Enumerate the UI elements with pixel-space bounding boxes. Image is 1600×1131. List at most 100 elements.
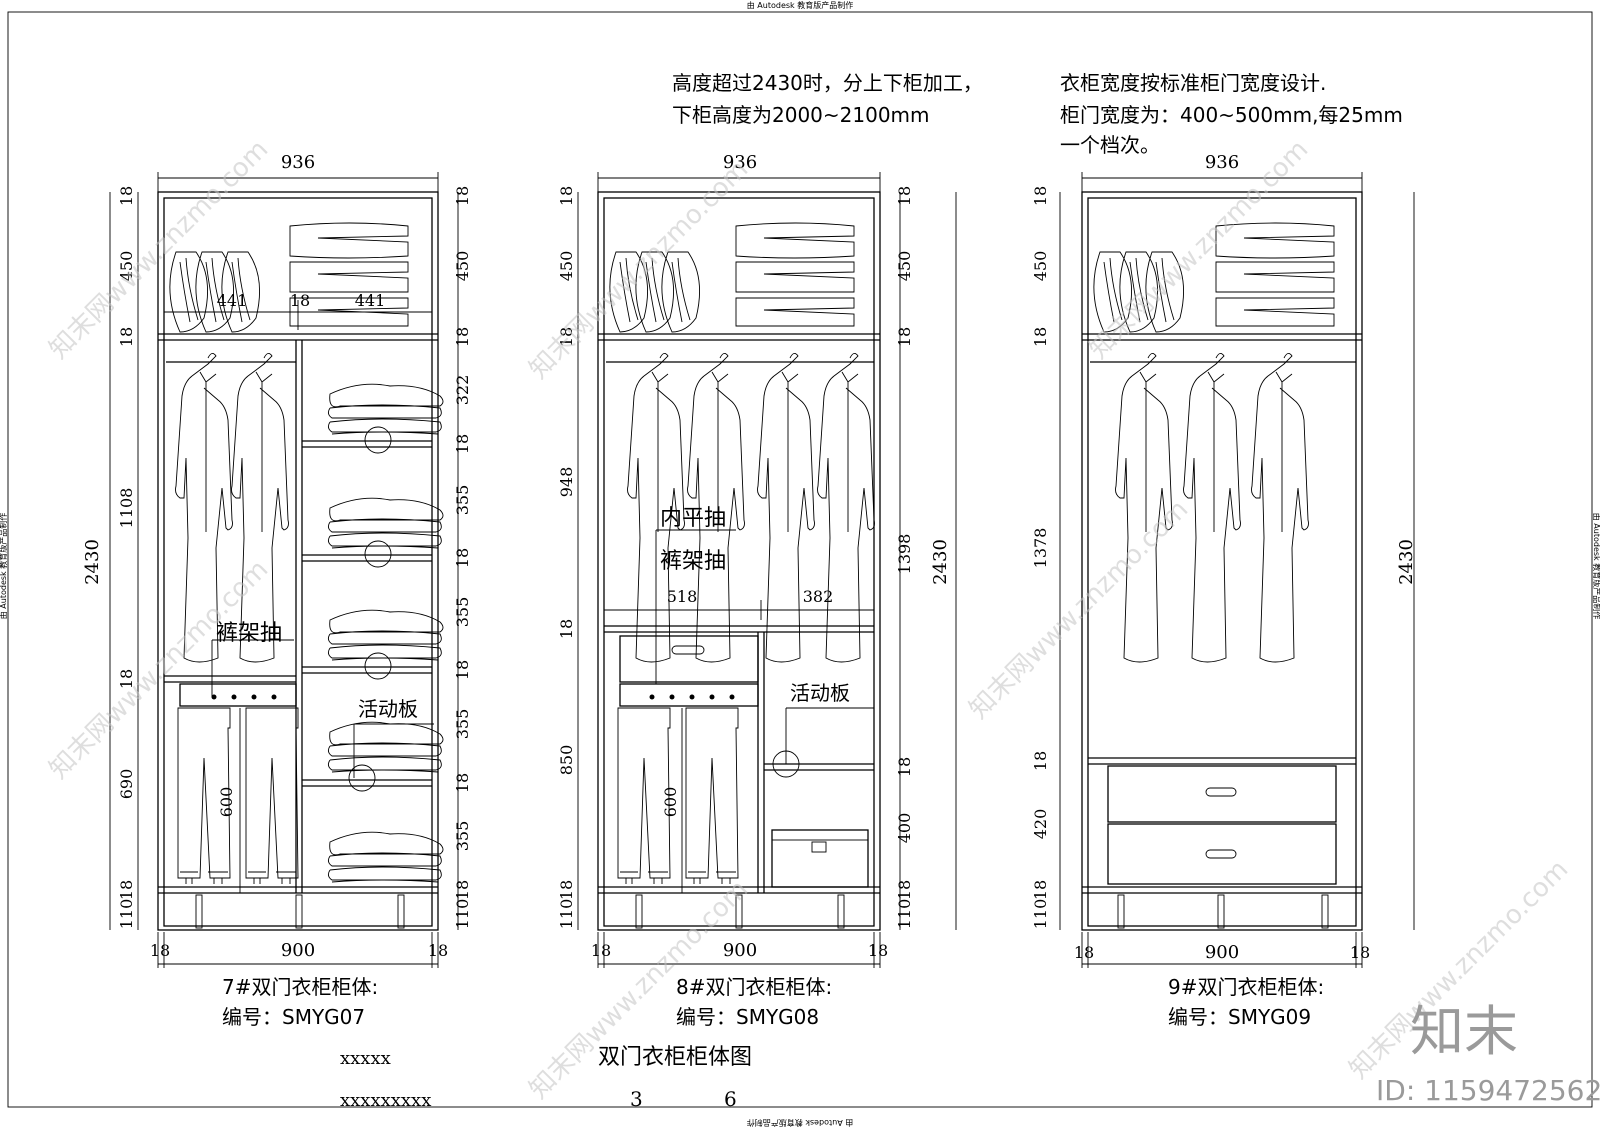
cab8-total-height: 2430: [930, 539, 951, 585]
drawing-border: [7, 11, 1593, 1108]
cab7-dim-l0: 18: [117, 186, 136, 206]
cab7-dim-r6: 18: [453, 548, 472, 568]
cab9-dim-l2: 18: [1031, 327, 1050, 347]
cab7-dim-r11: 355: [453, 821, 472, 852]
cab9-dim-l4: 18: [1031, 751, 1050, 771]
note1-line2: 下柜高度为2000~2100mm: [672, 103, 930, 127]
autodesk-stamp-bottom: 由 Autodesk 教育版产品制作: [747, 1118, 853, 1128]
cab8-dim-l6: 18: [557, 880, 576, 900]
cab9-inner-width: 900: [1205, 942, 1239, 963]
cab7-dim-l1: 450: [117, 251, 136, 282]
cab8-split-right: 382: [803, 587, 834, 606]
cab7-dim-l7: 110: [117, 899, 136, 930]
cab7-dim-r0: 18: [453, 186, 472, 206]
cab7-dim-r5: 355: [453, 485, 472, 516]
cab8-dim-l7: 110: [557, 899, 576, 930]
cab8-outline: [597, 191, 881, 931]
cab7-dim-r2: 18: [453, 327, 472, 347]
cab7-dim-r3: 322: [453, 375, 472, 406]
cab8-split-left: 518: [667, 587, 698, 606]
cab7-overall-width: 936: [281, 152, 315, 173]
watermark-site-3: 知末网www.znzmo.com: [964, 494, 1195, 725]
cabinet-7: 裤架抽 活动板 600 441 18 441 936 18 900 18 243…: [82, 152, 472, 1029]
cab7-side-left: 18: [150, 941, 170, 960]
watermark-site-1: 知末网www.znzmo.com: [44, 134, 275, 365]
cab9-dim-l5: 420: [1031, 809, 1050, 840]
cab8-dim-r4: 18: [895, 757, 914, 777]
cab8-drawer2-label: 裤架抽: [660, 549, 726, 574]
cab7-total-height: 2430: [82, 539, 103, 585]
cab8-caption-line2: 编号：SMYG08: [676, 1005, 819, 1029]
autodesk-stamp-top: 由 Autodesk 教育版产品制作: [747, 0, 853, 10]
sheet-number: 3: [630, 1087, 643, 1111]
cab8-dim-l2: 18: [557, 327, 576, 347]
cab8-pants-height: 600: [661, 787, 680, 818]
cab7-dim-l2: 18: [117, 327, 136, 347]
cab7-dim-r1: 450: [453, 251, 472, 282]
cab8-drawer1-label: 内平抽: [660, 506, 726, 531]
cab7-split-mid: 18: [290, 291, 310, 310]
cab7-dim-l6: 18: [117, 880, 136, 900]
autodesk-stamp-right: 由 Autodesk 教育版产品制作: [1592, 513, 1600, 619]
cab8-dim-r7: 110: [895, 899, 914, 930]
cab9-side-left: 18: [1074, 943, 1094, 962]
cab8-caption-line1: 8#双门衣柜柜体:: [676, 975, 832, 999]
cab8-dim-r0: 18: [895, 186, 914, 206]
cab8-dim-r1: 450: [895, 251, 914, 282]
cab9-overall-width: 936: [1205, 152, 1239, 173]
cab8-dim-r5: 400: [895, 813, 914, 844]
watermark-site-4: 知末网www.znzmo.com: [1084, 134, 1315, 365]
cab7-dim-l4: 18: [117, 669, 136, 689]
watermark-brand-logo: 知末: [1410, 1000, 1518, 1063]
cab8-dim-r6: 18: [895, 880, 914, 900]
cab7-caption-line1: 7#双门衣柜柜体:: [222, 975, 378, 999]
cab8-shelf-label: 活动板: [790, 681, 850, 705]
cab8-dim-l0: 18: [557, 186, 576, 206]
drawing-title: 双门衣柜柜体图: [598, 1045, 752, 1070]
cab7-inner-width: 900: [281, 940, 315, 961]
title-block-left-top: xxxxx: [340, 1048, 391, 1069]
cab7-dim-r8: 18: [453, 660, 472, 680]
cab8-dim-l3: 948: [557, 467, 576, 498]
cab9-side-right: 18: [1350, 943, 1370, 962]
cab7-shelf-label: 活动板: [358, 697, 418, 721]
title-block-left-bottom: xxxxxxxxx: [340, 1090, 431, 1111]
cab7-caption-line2: 编号：SMYG07: [222, 1005, 365, 1029]
cab9-dim-l1: 450: [1031, 251, 1050, 282]
note2-line2: 柜门宽度为：400~500mm,每25mm: [1060, 103, 1403, 127]
cab8-dim-l1: 450: [557, 251, 576, 282]
cab9-caption-line2: 编号：SMYG09: [1168, 1005, 1311, 1029]
cab7-dim-r12: 18: [453, 880, 472, 900]
cab8-dim-l4: 18: [557, 619, 576, 639]
cab7-outline: [157, 191, 439, 931]
cab7-split-right: 441: [355, 291, 386, 310]
watermark-id: ID: 1159472562: [1376, 1074, 1600, 1107]
cab7-dim-r10: 18: [453, 773, 472, 793]
cab8-dim-l5: 850: [557, 745, 576, 776]
cab7-dim-r13: 110: [453, 899, 472, 930]
cab8-dim-r3: 1398: [895, 534, 914, 575]
sheet-total: 6: [724, 1087, 737, 1111]
cab7-dim-l3: 1108: [117, 488, 136, 529]
note2-line3: 一个档次。: [1060, 133, 1160, 157]
cab8-overall-width: 936: [723, 152, 757, 173]
cab9-outline: [1081, 191, 1363, 931]
cab9-caption-line1: 9#双门衣柜柜体:: [1168, 975, 1324, 999]
cab9-dim-l3: 1378: [1031, 528, 1050, 569]
autodesk-stamp-left: 由 Autodesk 教育版产品制作: [0, 513, 8, 619]
note1-line1: 高度超过2430时，分上下柜加工，: [672, 71, 983, 95]
cab8-dim-r2: 18: [895, 327, 914, 347]
cab7-dim-l5: 690: [117, 769, 136, 800]
cab8-inner-width: 900: [723, 940, 757, 961]
cab7-drawer-label: 裤架抽: [216, 621, 282, 646]
cab9-dim-l6: 18: [1031, 880, 1050, 900]
cab9-dim-l0: 18: [1031, 186, 1050, 206]
cabinet-8: 内平抽 裤架抽 活动板 600 518 382 936 18 900 18 18…: [557, 152, 957, 1029]
cab7-dim-r7: 355: [453, 597, 472, 628]
cab7-dim-r4: 18: [453, 434, 472, 454]
cab7-split-left: 441: [217, 291, 248, 310]
cabinet-9: 936 18 900 18 18 450 18 1378 18 420 18 1…: [1031, 152, 1417, 1029]
cab7-dim-r9: 355: [453, 709, 472, 740]
note2-line1: 衣柜宽度按标准柜门宽度设计.: [1060, 71, 1326, 95]
